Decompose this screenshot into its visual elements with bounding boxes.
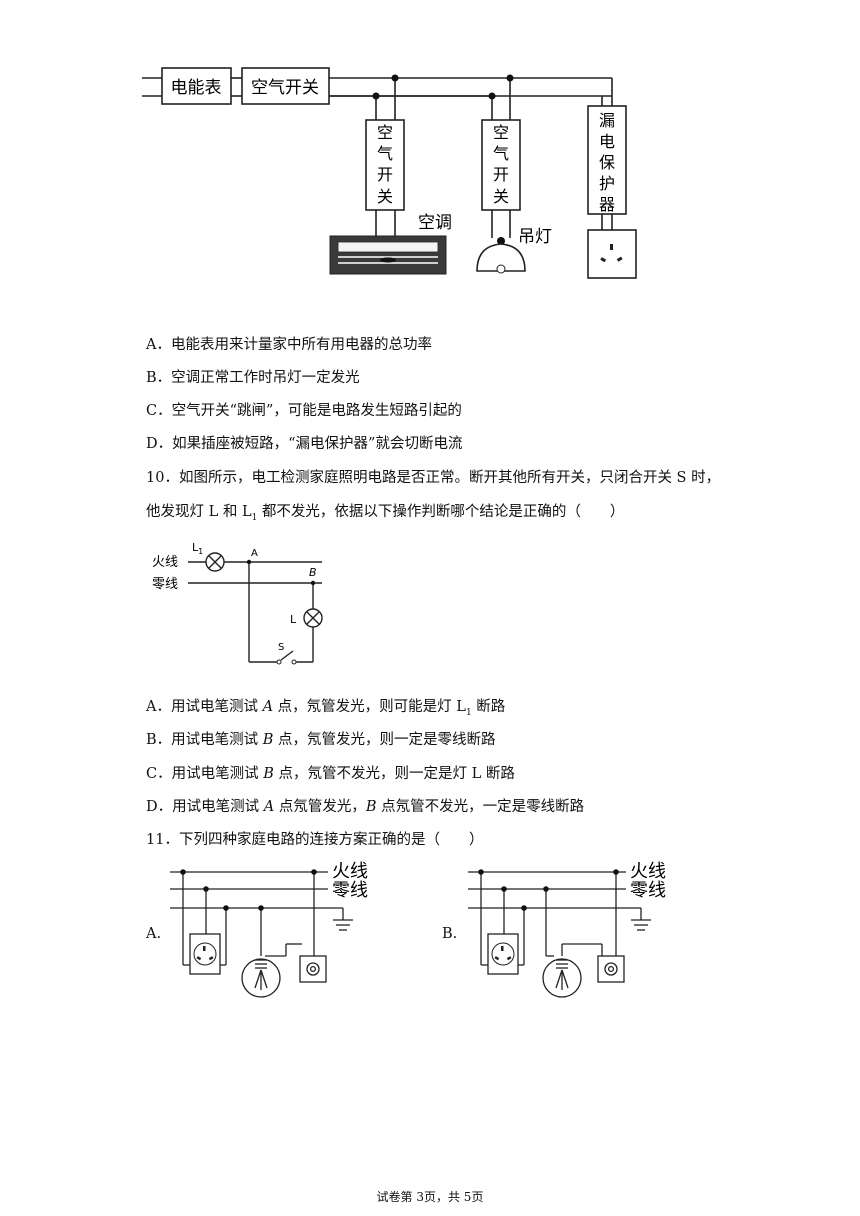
q10-circuit-figure: 火线 零线 L1 A B L S <box>152 541 323 665</box>
q11-option-b-label: B. <box>442 926 458 942</box>
l1-label: L1 <box>192 541 203 556</box>
branch-switch-1-char: 空 <box>377 123 393 142</box>
q10-option-a: A．用试电笔测试 A 点，氖管发光，则可能是灯 L1 断路 <box>146 699 506 718</box>
branch-switch-2-char: 气 <box>493 144 509 163</box>
protector-char: 漏 <box>599 111 615 130</box>
q10-stem-line1: 10．如图所示，电工检测家庭照明电路是否正常。断开其他所有开关，只闭合开关 S … <box>146 470 721 486</box>
ac-label: 空调 <box>418 213 452 233</box>
live-wire-label: 火线 <box>332 861 368 882</box>
branch-switch-2-char: 空 <box>493 123 509 142</box>
q11-option-a-circuit: 火线 零线 <box>170 861 368 998</box>
lamp-l-label: L <box>290 613 297 626</box>
q9-option-c: C．空气开关“跳闸”，可能是电路发生短路引起的 <box>146 403 462 419</box>
branch-switch-1-char: 关 <box>377 187 393 206</box>
live-wire-label: 火线 <box>630 861 666 882</box>
socket-icon <box>193 942 217 966</box>
q10-option-b: B．用试电笔测试 B 点，氖管发光，则一定是零线断路 <box>146 732 496 748</box>
neutral-wire-label: 零线 <box>630 880 666 901</box>
q11-stem: 11．下列四种家庭电路的连接方案正确的是（ ） <box>146 832 484 848</box>
branch-switch-2-char: 开 <box>493 165 509 184</box>
socket-icon <box>491 942 515 966</box>
q9-option-b: B．空调正常工作时吊灯一定发光 <box>146 370 360 386</box>
q11-option-a-label: A. <box>146 926 162 942</box>
live-wire-label: 火线 <box>152 555 178 570</box>
branch-switch-2-char: 关 <box>493 187 509 206</box>
ceiling-lamp-icon <box>476 237 526 274</box>
air-conditioner-icon <box>329 235 447 275</box>
neutral-wire-label: 零线 <box>152 577 178 592</box>
q10-option-d: D．用试电笔测试 A 点氖管发光，B 点氖管不发光，一定是零线断路 <box>146 799 585 815</box>
protector-char: 电 <box>599 132 615 151</box>
branch-switch-1-char: 气 <box>377 144 393 163</box>
meter-label: 电能表 <box>171 78 222 98</box>
protector-char: 器 <box>599 195 615 214</box>
q9-option-d: D．如果插座被短路，“漏电保护器”就会切断电流 <box>146 436 463 452</box>
protector-char: 护 <box>599 174 615 193</box>
household-circuit-figure: 电能表 空气开关 空 气 开 关 空 气 开 关 漏 电 保 护 器 空调 吊灯 <box>142 67 637 279</box>
q10-option-c: C．用试电笔测试 B 点，氖管不发光，则一定是灯 L 断路 <box>146 766 515 782</box>
main-switch-label: 空气开关 <box>251 78 319 98</box>
protector-char: 保 <box>599 153 615 172</box>
socket-icon <box>587 229 637 279</box>
q11-option-b-circuit: 火线 零线 <box>468 861 666 998</box>
page-footer: 试卷第 3页，共 5页 <box>376 1190 484 1204</box>
q9-option-a: A．电能表用来计量家中所有用电器的总功率 <box>146 337 432 353</box>
lamp-label: 吊灯 <box>518 227 552 247</box>
switch-s-label: S <box>278 642 284 653</box>
branch-switch-1-char: 开 <box>377 165 393 184</box>
point-b-label: B <box>309 566 317 579</box>
point-a-label: A <box>251 548 258 559</box>
neutral-wire-label: 零线 <box>332 880 368 901</box>
q10-stem-line2: 他发现灯 L 和 L1 都不发光，依据以下操作判断哪个结论是正确的（ ） <box>146 504 625 523</box>
